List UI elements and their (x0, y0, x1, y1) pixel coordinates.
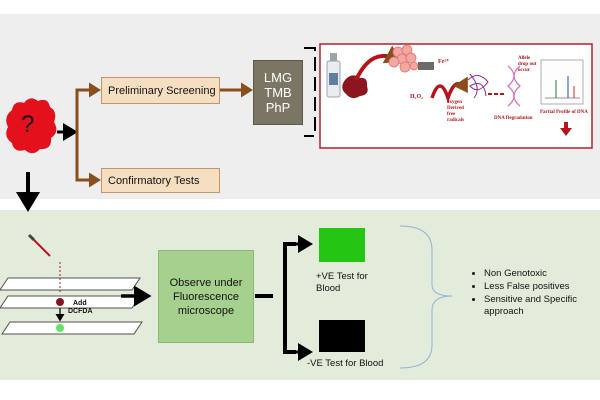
method-php: PhP (265, 100, 291, 115)
advantage-item: Sensitive and Specific approach (484, 294, 600, 318)
negative-result-label: -VE Test for Blood (307, 358, 384, 369)
advantages-brace (399, 225, 453, 369)
unknown-stain-icon (6, 98, 57, 154)
dropout-label: Allele drop out occur (518, 56, 537, 73)
method-lmg: LMG (263, 70, 293, 85)
dna-helix-icon (507, 65, 521, 107)
fe-tag (418, 62, 434, 70)
confirmatory-tests-box: Confirmatory Tests (101, 168, 220, 193)
blood-sample-icon (342, 75, 368, 99)
reagent-bottle-icon (326, 53, 341, 98)
preliminary-screening-label: Preliminary Screening (108, 84, 216, 97)
positive-result-image (319, 228, 365, 262)
fe-label: Fe²⁺ (438, 59, 450, 65)
methods-bracket (304, 47, 316, 137)
results-bracket (255, 242, 296, 354)
add-label: Add (73, 300, 87, 307)
positive-result-label: +VE Test for Blood (316, 271, 368, 294)
dna-profile-chart (540, 59, 584, 105)
profile-label: Partial Profile of DNA (540, 110, 588, 115)
branch-arrows (75, 82, 253, 188)
profile-down-icon (560, 122, 572, 136)
swab-stick (33, 239, 51, 257)
method-tmb: TMB (264, 85, 292, 100)
fluorescent-drop-icon (56, 324, 64, 332)
unknown-stain-label: ? (21, 111, 35, 138)
blood-cells-icon (388, 44, 419, 73)
observe-label: Observe under Fluorescence microscope (169, 276, 243, 317)
h2o2-label: H₂O₂ (410, 94, 423, 100)
slide-strips (0, 277, 143, 335)
radicals-label: oxygen Derived free radicals (447, 100, 464, 123)
advantage-item: Non Genotoxic (484, 268, 600, 280)
methods-box: LMG TMB PhP (253, 60, 303, 125)
dna-tangle-icon (467, 73, 489, 99)
stain-drop-icon (56, 298, 64, 306)
advantages-list: Non Genotoxic Less False positives Sensi… (470, 268, 600, 319)
observe-box: Observe under Fluorescence microscope (158, 250, 254, 343)
advantage-item: Less False positives (484, 281, 600, 293)
swab-tip (27, 233, 36, 242)
degradation-label: DNA Degradation (494, 116, 533, 121)
confirmatory-tests-label: Confirmatory Tests (108, 174, 200, 187)
reaction-arrow (430, 76, 468, 104)
preliminary-screening-box: Preliminary Screening (101, 77, 220, 104)
negative-result-image (319, 320, 365, 352)
reagent-label: DCFDA (68, 308, 93, 315)
